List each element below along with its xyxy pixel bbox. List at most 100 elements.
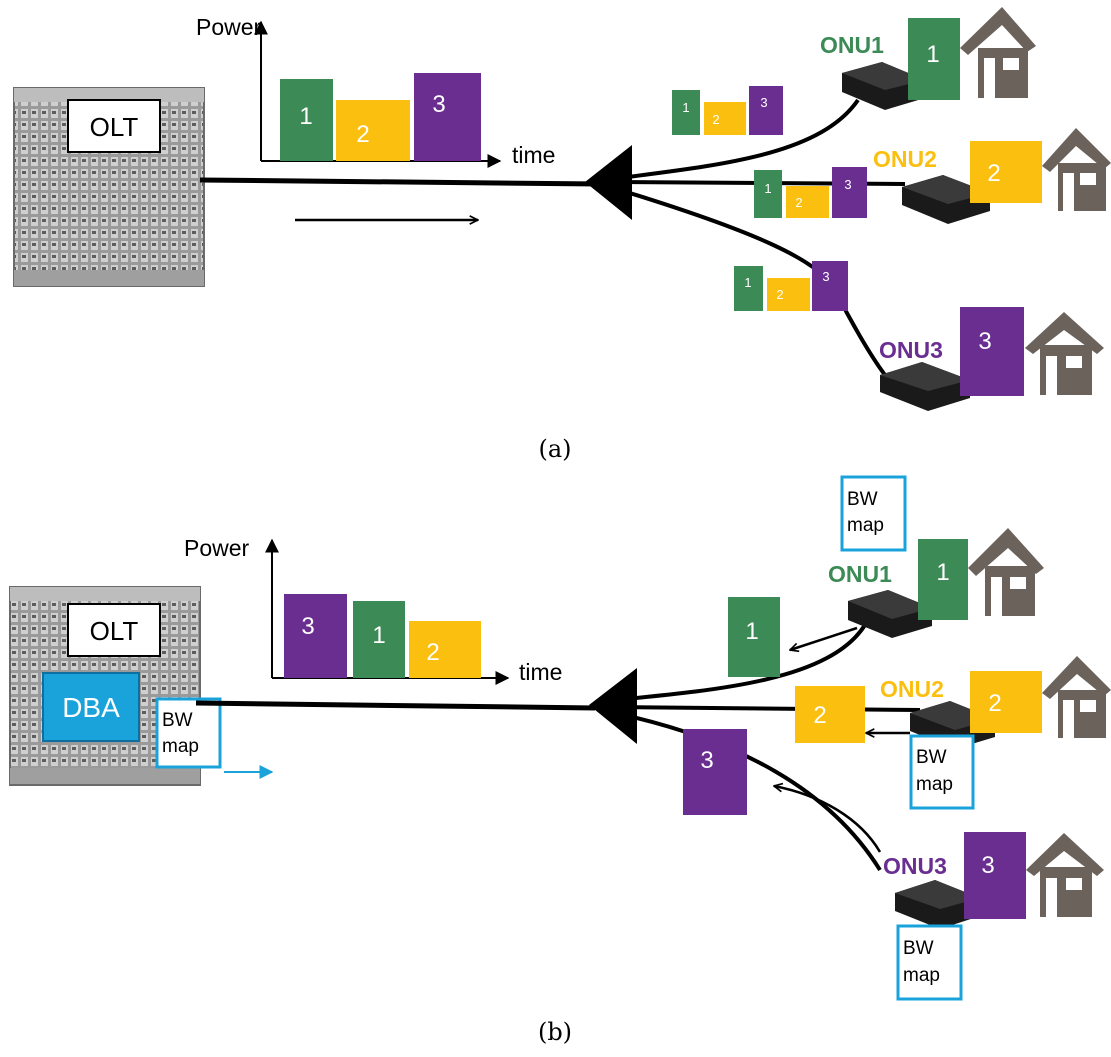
splitter-a xyxy=(585,145,632,220)
burst-3-arrow xyxy=(774,786,882,853)
panel-a: OLT Power time 1 2 3 1 2 3 xyxy=(13,7,1111,463)
burst-1-label-b: 1 xyxy=(745,618,758,645)
onu3-device-b xyxy=(895,880,980,929)
onu2-block-b xyxy=(970,671,1042,733)
onu2-block-a xyxy=(970,141,1042,203)
frame-group-onu1-a: 1 2 3 xyxy=(672,86,783,135)
time-label-b: time xyxy=(519,659,562,685)
caption-b: (b) xyxy=(538,1018,572,1046)
onu2-block-label-b: 2 xyxy=(988,690,1001,717)
bwmap-box-onu1 xyxy=(840,475,907,552)
frame-3-onu2-a xyxy=(832,167,867,218)
bwmap-box-onu2 xyxy=(909,734,975,810)
chart-block-2-label-b: 2 xyxy=(426,639,439,666)
chart-block-1-label-a: 1 xyxy=(299,103,312,130)
olt-label-box-b xyxy=(67,603,161,657)
onu1-block-label-b: 1 xyxy=(936,559,949,586)
chart-block-3-label-a: 3 xyxy=(432,91,445,118)
olt-label-b: OLT xyxy=(90,616,139,646)
onu1-block-label-a: 1 xyxy=(926,41,939,68)
frame-3-onu2-label-a: 3 xyxy=(844,177,851,192)
branch-fiber-onu1-b xyxy=(614,623,867,702)
olt-label-a: OLT xyxy=(90,112,139,142)
onu3-block-a xyxy=(960,307,1024,396)
bwmap-olt-line1: BW xyxy=(162,710,193,731)
chart-block-2-a xyxy=(336,100,410,161)
bwmap-onu3-line2: map xyxy=(903,965,940,986)
frame-2-onu1-label-a: 2 xyxy=(712,112,719,127)
caption-a: (a) xyxy=(538,435,571,463)
branch-fiber-onu1-a xyxy=(619,98,860,180)
bwmap-onu3-line1: BW xyxy=(903,938,934,959)
frame-1-onu2-label-a: 1 xyxy=(764,181,771,196)
burst-3-b xyxy=(683,729,747,815)
onu2-block-label-a: 2 xyxy=(987,160,1000,187)
time-label-a: time xyxy=(512,142,555,168)
frame-1-onu3-a xyxy=(734,266,763,311)
frame-2-onu1-a xyxy=(704,102,746,135)
onu3-block-b xyxy=(964,832,1026,919)
frame-3-onu3-label-a: 3 xyxy=(822,269,829,284)
onu2-label-a: ONU2 xyxy=(873,146,937,172)
power-label-b: Power xyxy=(184,535,250,561)
onu1-label-b: ONU1 xyxy=(828,561,892,587)
burst-3-label-b: 3 xyxy=(700,747,713,774)
frame-group-onu2-a: 1 2 3 xyxy=(754,167,867,218)
house-icon-onu1-b xyxy=(968,528,1044,616)
onu3-block-label-a: 3 xyxy=(978,328,991,355)
burst-1-arrow xyxy=(790,626,858,650)
house-icon-onu2-a xyxy=(1042,128,1111,211)
house-icon-onu3-a xyxy=(1025,312,1104,395)
bwmap-box-olt xyxy=(155,697,222,769)
bwmap-box-onu3 xyxy=(896,924,963,1001)
onu1-block-a xyxy=(908,18,960,100)
chart-block-1-b xyxy=(353,601,405,678)
chart-block-1-a xyxy=(280,79,333,161)
chart-block-3-label-b: 3 xyxy=(301,613,314,640)
branch-fiber-onu3-b xyxy=(614,711,882,872)
onu2-device-a xyxy=(902,175,990,224)
bwmap-onu2-line1: BW xyxy=(916,747,947,768)
burst-2-b xyxy=(795,686,865,743)
onu1-device-a xyxy=(842,62,925,110)
frame-2-onu2-a xyxy=(786,186,829,218)
chart-block-3-a xyxy=(414,73,481,161)
bwmap-onu2-line2: map xyxy=(916,774,953,795)
burst-2-label-b: 2 xyxy=(813,702,826,729)
frame-1-onu1-label-a: 1 xyxy=(682,100,689,115)
house-icon-onu1-a xyxy=(960,7,1036,98)
frame-2-onu3-a xyxy=(767,278,810,311)
onu1-device-b xyxy=(848,590,932,638)
frame-group-onu3-a: 1 2 3 xyxy=(734,261,848,311)
bwmap-olt-line2: map xyxy=(162,736,199,757)
onu3-label-a: ONU3 xyxy=(879,337,943,363)
panel-b: OLT DBA BW map Power time 3 1 2 1 2 xyxy=(9,475,1111,1046)
olt-label-box-a xyxy=(67,99,161,153)
trunk-fiber-a xyxy=(199,177,601,187)
frame-2-onu2-label-a: 2 xyxy=(795,195,802,210)
bwmap-onu1-line2: map xyxy=(847,515,884,536)
house-icon-onu2-b xyxy=(1042,656,1111,738)
frame-1-onu3-label-a: 1 xyxy=(744,275,751,290)
onu3-block-label-b: 3 xyxy=(981,852,994,879)
onu2-label-b: ONU2 xyxy=(880,676,944,702)
chart-block-2-label-a: 2 xyxy=(356,121,369,148)
chart-block-1-label-b: 1 xyxy=(372,622,385,649)
onu1-block-b xyxy=(918,539,968,620)
dba-label: DBA xyxy=(62,692,120,723)
frame-3-onu3-a xyxy=(812,261,848,311)
burst-1-b xyxy=(728,597,780,677)
frame-3-onu1-a xyxy=(749,86,783,135)
chart-block-2-b xyxy=(409,621,481,678)
frame-1-onu2-a xyxy=(754,170,782,218)
branch-fiber-onu2-b xyxy=(614,705,921,712)
chart-block-3-b xyxy=(284,594,347,678)
onu1-label-a: ONU1 xyxy=(820,32,884,58)
onu3-label-b: ONU3 xyxy=(883,853,947,879)
dba-box xyxy=(42,672,140,742)
onu3-device-a xyxy=(880,362,970,411)
power-label-a: Power xyxy=(196,14,262,40)
bwmap-onu1-line1: BW xyxy=(847,489,878,510)
frame-2-onu3-label-a: 2 xyxy=(776,287,783,302)
